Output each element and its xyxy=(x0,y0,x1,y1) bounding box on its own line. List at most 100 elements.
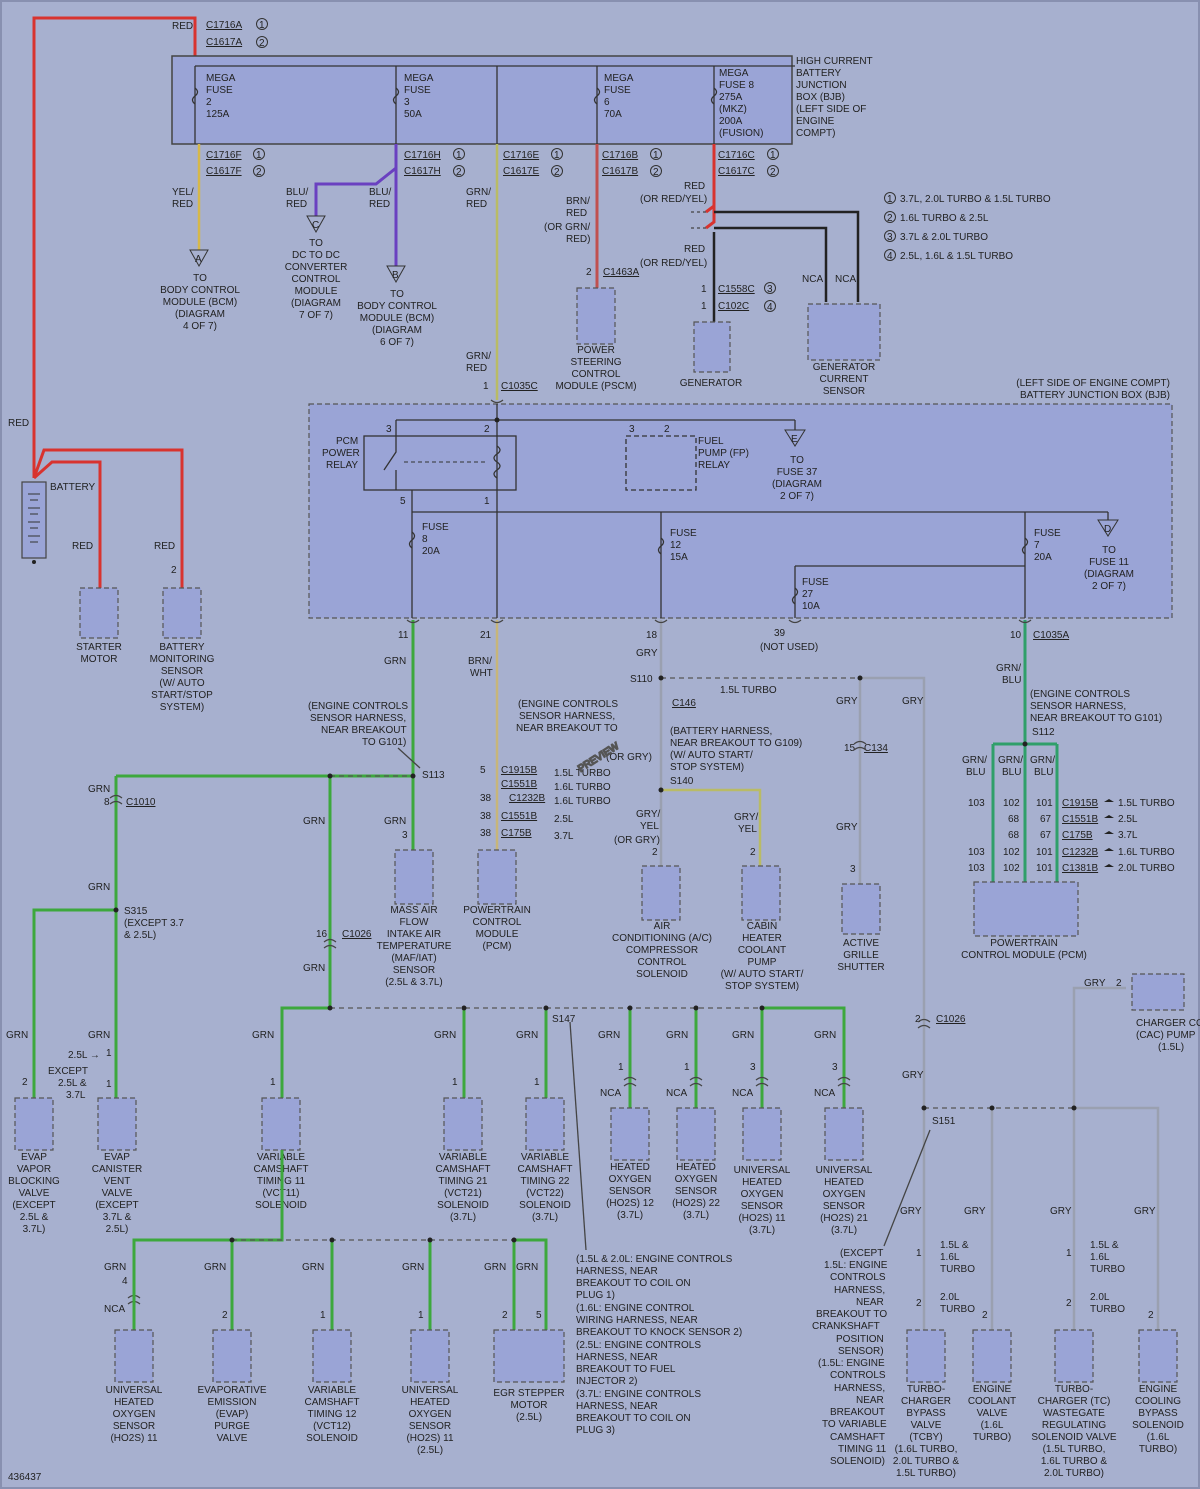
connector-c1617a: C1617A xyxy=(206,37,242,48)
svg-text:MODULE (PSCM): MODULE (PSCM) xyxy=(555,381,636,392)
svg-text:1: 1 xyxy=(418,1310,424,1321)
wire-gry-lower: GRY xyxy=(902,1070,924,1081)
vct11-solenoid xyxy=(261,1097,301,1151)
splice-s151: S151 xyxy=(932,1116,956,1127)
pcm-box-2 xyxy=(973,881,1079,937)
svg-text:(DIAGRAM: (DIAGRAM xyxy=(291,298,341,309)
svg-text:GRILLE: GRILLE xyxy=(843,950,879,961)
svg-text:GRN: GRN xyxy=(598,1030,620,1041)
svg-text:NCA: NCA xyxy=(666,1088,687,1099)
svg-text:(HO2S) 11: (HO2S) 11 xyxy=(738,1213,785,1224)
svg-text:UNIVERSAL: UNIVERSAL xyxy=(734,1165,791,1176)
chcp-pin: 2 xyxy=(750,847,756,858)
battery-symbol xyxy=(21,481,47,559)
svg-text:CRANKSHAFT: CRANKSHAFT xyxy=(812,1321,880,1332)
evap-canister-vent-valve xyxy=(97,1097,137,1151)
svg-text:UNIVERSAL: UNIVERSAL xyxy=(402,1385,459,1396)
svg-text:COOLANT: COOLANT xyxy=(968,1396,1016,1407)
connector-c102c: C102C xyxy=(718,301,749,312)
svg-text:(1.6L TURBO,: (1.6L TURBO, xyxy=(895,1444,958,1455)
svg-text:102: 102 xyxy=(1003,847,1020,858)
svg-text:39: 39 xyxy=(774,628,786,639)
svg-text:OXYGEN: OXYGEN xyxy=(409,1409,452,1420)
flag-a: A xyxy=(195,254,202,265)
svg-text:HARNESS, NEAR: HARNESS, NEAR xyxy=(576,1266,658,1277)
svg-text:(DIAGRAM: (DIAGRAM xyxy=(1084,569,1134,580)
svg-text:(3.7L: ENGINE CONTROLS: (3.7L: ENGINE CONTROLS xyxy=(576,1389,701,1400)
svg-text:FUSE 11: FUSE 11 xyxy=(1089,557,1129,568)
svg-text:1: 1 xyxy=(106,1079,112,1090)
svg-text:CHARGER: CHARGER xyxy=(901,1396,951,1407)
svg-text:101: 101 xyxy=(1036,863,1053,874)
svg-text:102: 102 xyxy=(1003,798,1020,809)
svg-text:CONDITIONING (A/C): CONDITIONING (A/C) xyxy=(612,933,712,944)
ho2s-22 xyxy=(676,1107,716,1161)
svg-text:YEL: YEL xyxy=(738,824,757,835)
svg-text:SHUTTER: SHUTTER xyxy=(837,962,884,973)
engine-cooling-bypass-solenoid xyxy=(1138,1329,1178,1383)
figure-id: 436437 xyxy=(8,1472,42,1483)
svg-text:SOLENOID): SOLENOID) xyxy=(830,1456,885,1467)
ebjb-title-2: BATTERY JUNCTION BOX (BJB) xyxy=(1020,390,1170,401)
svg-text:CURRENT: CURRENT xyxy=(820,374,869,385)
svg-text:FUSE 37: FUSE 37 xyxy=(777,467,818,478)
svg-text:FUEL: FUEL xyxy=(698,436,724,447)
wire-grn: GRN xyxy=(384,656,406,667)
svg-text:EVAPORATIVE: EVAPORATIVE xyxy=(197,1385,266,1396)
starter-label: STARTER xyxy=(76,642,122,653)
svg-text:1.5L &: 1.5L & xyxy=(940,1240,969,1251)
svg-text:EVAP: EVAP xyxy=(104,1152,130,1163)
svg-text:70A: 70A xyxy=(604,109,622,120)
svg-text:(3.7L): (3.7L) xyxy=(450,1212,476,1223)
svg-text:NEAR BREAKOUT TO G101): NEAR BREAKOUT TO G101) xyxy=(1030,713,1162,724)
svg-text:HEATED: HEATED xyxy=(610,1162,650,1173)
svg-text:5: 5 xyxy=(536,1310,542,1321)
bms-pin: 2 xyxy=(171,565,177,576)
svg-text:1.6L TURBO: 1.6L TURBO xyxy=(554,782,611,793)
svg-text:(DIAGRAM: (DIAGRAM xyxy=(372,325,422,336)
svg-text:(1.5L & 2.0L: ENGINE CONTROLS: (1.5L & 2.0L: ENGINE CONTROLS xyxy=(576,1254,733,1265)
svg-text:2.0L: 2.0L xyxy=(1090,1292,1110,1303)
svg-text:(FUSION): (FUSION) xyxy=(719,128,763,139)
svg-text:(1.5L: ENGINE: (1.5L: ENGINE xyxy=(818,1358,885,1369)
svg-text:(3.7L): (3.7L) xyxy=(749,1225,775,1236)
svg-text:OXYGEN: OXYGEN xyxy=(823,1189,866,1200)
pcm2-label-2: CONTROL MODULE (PCM) xyxy=(961,950,1087,961)
svg-text:TURBO): TURBO) xyxy=(973,1432,1011,1443)
svg-text:MONITORING: MONITORING xyxy=(150,654,215,665)
connector-c146: C146 xyxy=(672,698,696,709)
evap-purge-valve xyxy=(212,1329,252,1383)
svg-text:1: 1 xyxy=(618,1062,624,1073)
svg-text:HEATED: HEATED xyxy=(114,1397,154,1408)
svg-text:GRN: GRN xyxy=(484,1262,506,1273)
svg-text:VALVE: VALVE xyxy=(102,1188,133,1199)
svg-text:MODULE (BCM): MODULE (BCM) xyxy=(360,313,434,324)
svg-text:NEAR: NEAR xyxy=(856,1297,884,1308)
svg-text:CANISTER: CANISTER xyxy=(92,1164,143,1175)
relay-pin-5: 5 xyxy=(400,496,406,507)
svg-text:TO: TO xyxy=(309,238,323,249)
wire-red-battery: RED xyxy=(8,418,29,429)
svg-text:GRN: GRN xyxy=(6,1030,28,1041)
s315-note-2: & 2.5L) xyxy=(124,930,156,941)
svg-text:BOX (BJB): BOX (BJB) xyxy=(796,92,845,103)
wire-grn-s315: GRN xyxy=(88,882,110,893)
wire-blu-red-l2: RED xyxy=(286,199,307,210)
svg-text:SENSOR: SENSOR xyxy=(161,666,203,677)
svg-text:FUSE: FUSE xyxy=(1034,528,1061,539)
wire-gry-ags-2: GRY xyxy=(836,822,858,833)
uho2s-11 xyxy=(742,1107,782,1161)
svg-text:PLUG 3): PLUG 3) xyxy=(576,1425,615,1436)
pcm2-wire-labels: GRN/BLU GRN/BLU GRN/BLU xyxy=(962,755,1055,778)
svg-text:10A: 10A xyxy=(802,601,820,612)
svg-text:2: 2 xyxy=(887,213,893,224)
svg-text:1.6L TURBO &: 1.6L TURBO & xyxy=(1041,1456,1107,1467)
svg-text:(OR GRN/: (OR GRN/ xyxy=(544,222,590,233)
svg-text:(DIAGRAM: (DIAGRAM xyxy=(175,309,225,320)
wire-blu-red: BLU/ xyxy=(286,187,308,198)
svg-text:(MKZ): (MKZ) xyxy=(719,104,747,115)
